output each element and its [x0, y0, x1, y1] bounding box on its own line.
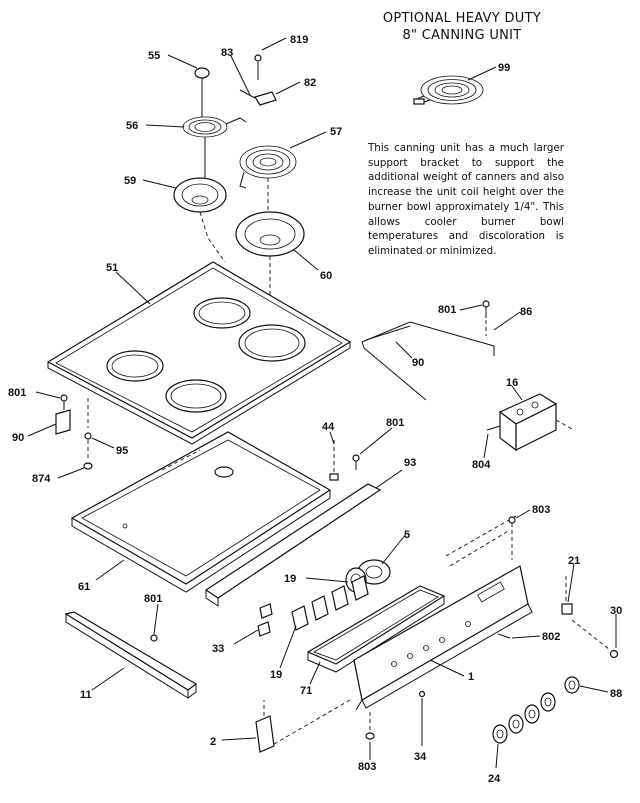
label-60: 60 — [320, 270, 332, 282]
surface-element-57 — [239, 145, 297, 236]
label-90-right: 90 — [412, 357, 424, 369]
screws-lower — [365, 690, 426, 740]
label-5: 5 — [404, 529, 410, 541]
label-34: 34 — [414, 751, 427, 763]
canning-unit-element-99 — [413, 75, 484, 105]
main-top-61 — [70, 431, 332, 593]
label-24: 24 — [488, 773, 501, 785]
support-rod-90 — [361, 300, 495, 401]
label-11: 11 — [80, 689, 92, 701]
label-2: 2 — [210, 736, 216, 748]
trim-strip-93 — [204, 483, 382, 607]
label-1: 1 — [468, 671, 474, 683]
label-801-b: 801 — [8, 387, 26, 399]
lower-trim-11 — [64, 611, 198, 699]
label-801-d: 801 — [144, 593, 162, 605]
label-803-a: 803 — [532, 504, 550, 516]
title-line-1: OPTIONAL HEAVY DUTY — [382, 11, 542, 26]
control-panel-71 — [306, 585, 446, 673]
surface-element-56 — [182, 116, 247, 178]
label-30: 30 — [610, 605, 622, 617]
drip-bowl-59 — [173, 177, 227, 263]
label-82: 82 — [304, 77, 316, 89]
label-93: 93 — [404, 457, 416, 469]
label-819: 819 — [290, 34, 308, 46]
title-line-2: 8" CANNING UNIT — [402, 28, 522, 43]
label-59: 59 — [124, 175, 136, 187]
canning-unit-note: This canning unit has a much larger supp… — [368, 142, 564, 257]
knob-set-19 — [291, 575, 369, 631]
diagram-title: OPTIONAL HEAVY DUTY 8" CANNING UNIT — [362, 10, 562, 44]
backguard-1 — [353, 515, 533, 711]
label-88: 88 — [610, 688, 622, 700]
label-51: 51 — [106, 262, 118, 274]
hardware-right — [497, 516, 619, 659]
label-801-c: 801 — [386, 417, 404, 429]
label-33: 33 — [212, 643, 224, 655]
clip-44 — [329, 440, 360, 481]
knob-55 — [194, 67, 210, 117]
label-802: 802 — [542, 631, 560, 643]
label-874: 874 — [32, 473, 51, 485]
terminal-block-82 — [239, 54, 277, 106]
label-803-b: 803 — [358, 761, 376, 773]
bracket-2 — [255, 699, 351, 753]
label-55: 55 — [148, 50, 160, 62]
label-71: 71 — [300, 685, 312, 697]
drip-bowl-60 — [235, 211, 305, 320]
label-95: 95 — [116, 445, 128, 457]
label-44: 44 — [322, 421, 335, 433]
label-16: 16 — [506, 377, 518, 389]
label-19-a: 19 — [284, 573, 296, 585]
label-61: 61 — [78, 581, 90, 593]
label-801-a: 801 — [438, 304, 456, 316]
label-83: 83 — [221, 47, 233, 59]
label-21: 21 — [568, 555, 580, 567]
label-19-b: 19 — [270, 669, 282, 681]
knob-88 — [564, 676, 580, 694]
control-knobs-24 — [492, 692, 556, 744]
part-labels: 55 83 819 82 99 56 57 59 60 51 801 86 80… — [8, 34, 622, 785]
hardware-left — [55, 394, 93, 470]
label-86: 86 — [520, 306, 532, 318]
leader-lines — [27, 37, 617, 769]
cooktop-51 — [46, 261, 352, 445]
clips-33 — [257, 603, 273, 637]
label-90-left: 90 — [12, 432, 24, 444]
label-57: 57 — [330, 126, 342, 138]
label-804: 804 — [472, 459, 491, 471]
label-99: 99 — [498, 62, 510, 74]
switch-block-16 — [486, 393, 575, 452]
label-56: 56 — [126, 120, 138, 132]
